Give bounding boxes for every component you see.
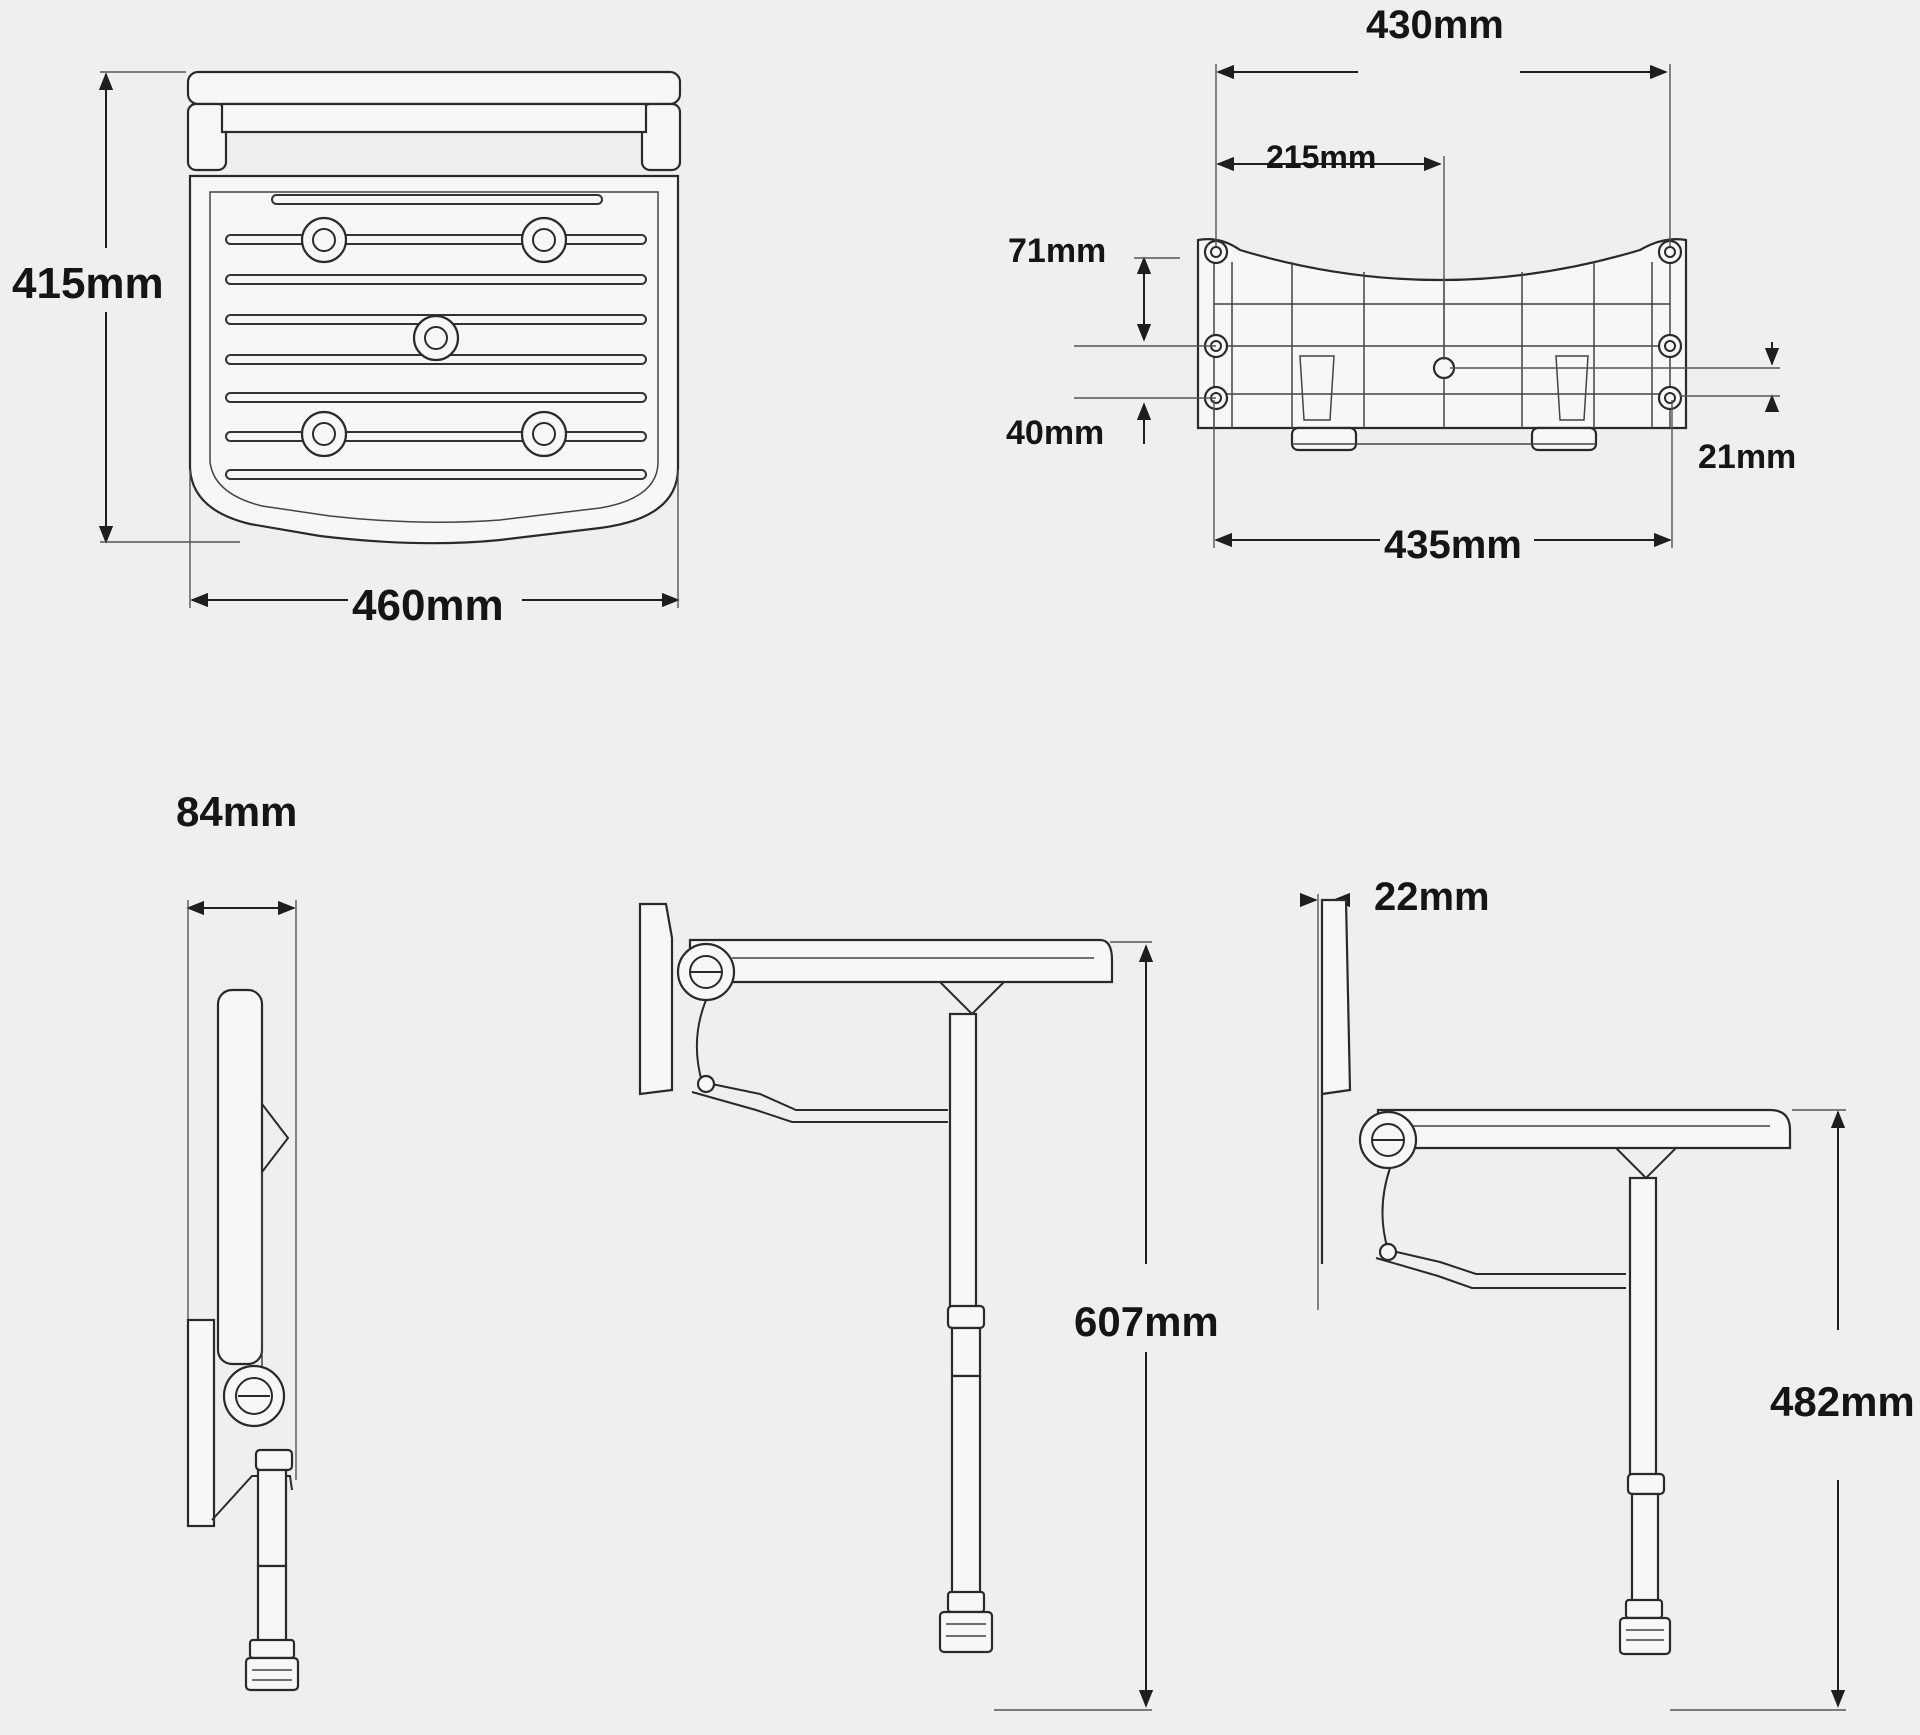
folded-seat [216,988,264,1366]
seat-high [688,938,1114,984]
dimension-labels: 415mm 460mm 430mm 215mm 71mm 40mm 21mm 4… [12,3,1915,1425]
rear-upper-spacing-label: 71mm [1008,232,1106,270]
side-view-low [1299,892,1918,1711]
rear-half-width-label: 215mm [1266,139,1376,175]
rear-lower-spacing-label: 40mm [1006,414,1104,452]
folded-foot [244,1656,300,1692]
rear-body [1196,238,1688,430]
fixing-holes [300,216,568,458]
folded-depth-label: 84mm [176,788,297,835]
hinge-bar [220,102,648,134]
seat-low [1376,1108,1792,1150]
top-view-width-label: 460mm [352,581,504,630]
hinge-right [640,102,682,172]
foot-high [938,1610,994,1654]
rear-bottom-width-label: 435mm [1384,523,1522,567]
folded-view [186,900,300,1692]
hinge-left [186,102,228,172]
side-view-high [638,902,1230,1711]
rear-center-offset-label: 21mm [1698,438,1796,476]
rear-view-seat [1074,60,1780,564]
top-view-seat-plan [10,70,682,622]
side-low-wall-offset-label: 22mm [1374,875,1490,919]
top-view-depth-label: 415mm [12,259,164,308]
seat-inner-rim [209,191,659,523]
side-low-height-label: 482mm [1770,1378,1915,1425]
rear-overall-width-label: 430mm [1366,3,1504,47]
wall-rail [186,70,682,106]
foot-low [1618,1616,1672,1656]
side-high-height-label: 607mm [1074,1298,1219,1345]
